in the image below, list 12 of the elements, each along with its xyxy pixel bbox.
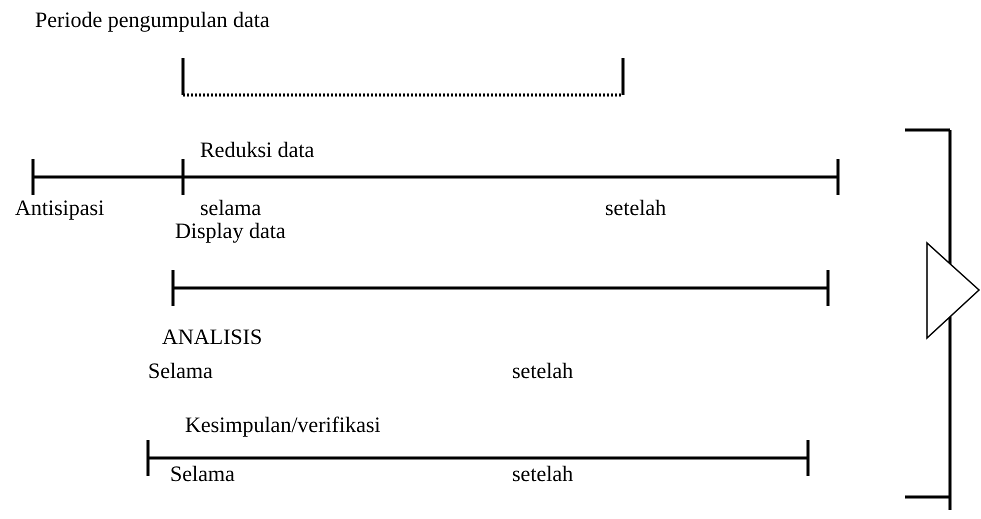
phase-label: Selama (170, 461, 235, 487)
phase-label: setelah (605, 195, 666, 221)
period-label: Periode pengumpulan data (35, 7, 270, 33)
phase-label: Antisipasi (15, 195, 104, 221)
phase-label: setelah (512, 461, 574, 487)
heading-label: ANALISIS (162, 324, 262, 350)
component-label: Display data (175, 218, 286, 244)
component-label: Kesimpulan/verifikasi (185, 412, 381, 438)
phase-label: setelah (512, 358, 574, 384)
phase-label: Selama (148, 358, 213, 384)
phase-label: selama (200, 195, 262, 221)
component-label: Reduksi data (200, 137, 314, 163)
